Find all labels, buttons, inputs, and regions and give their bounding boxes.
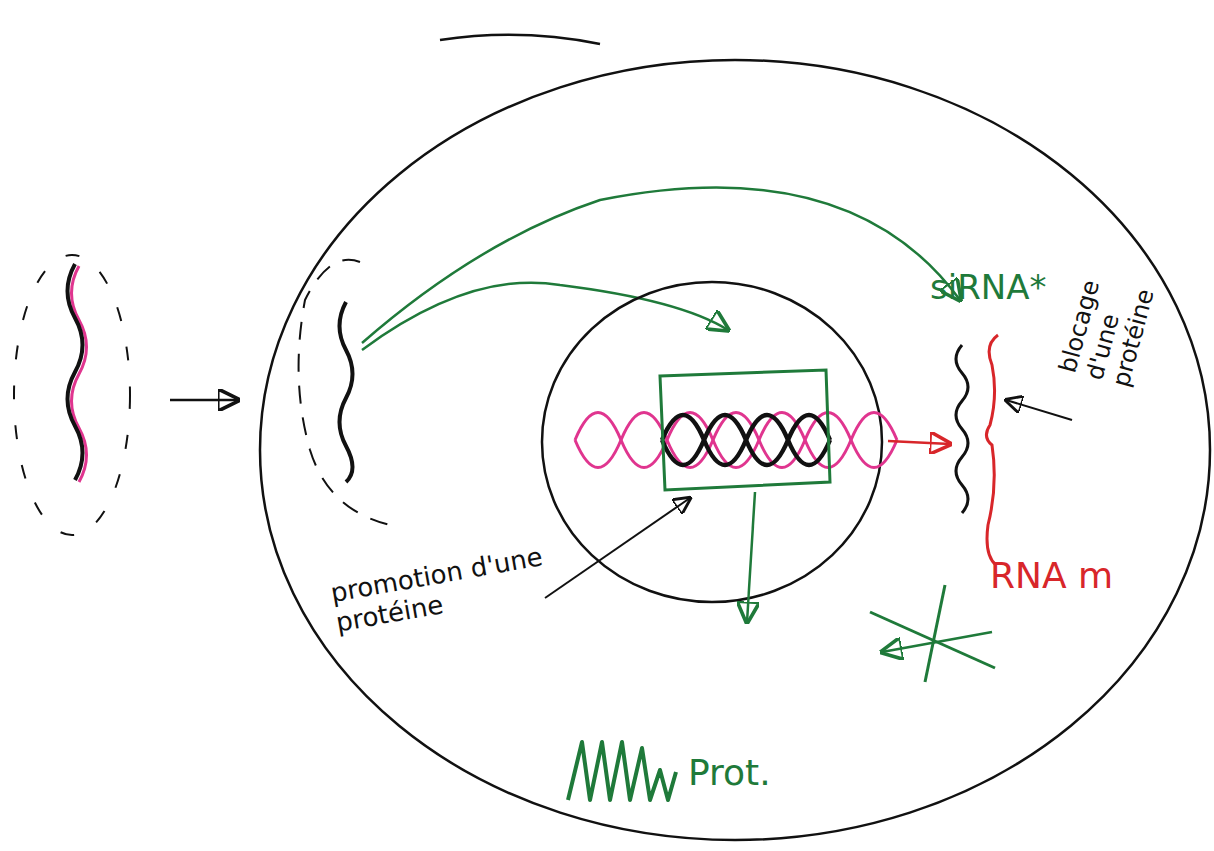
sirna-strand <box>956 345 968 513</box>
protein-scribble <box>568 742 676 800</box>
dna-strand-b <box>575 413 897 468</box>
promoter-box <box>660 370 830 490</box>
leader-arrow <box>545 498 690 598</box>
single-strand <box>340 302 353 482</box>
expression-arrow <box>747 492 755 622</box>
annotation-label: promotion d'une protéine <box>328 541 555 638</box>
rna-strand <box>68 264 83 480</box>
cross-mark <box>925 585 945 682</box>
pen-stroke <box>440 35 600 44</box>
entry-arrow <box>170 399 238 402</box>
sirna-arrow <box>362 188 960 344</box>
annotation-label: blocage d'une protéine <box>1054 253 1165 390</box>
leader-arrow <box>1006 400 1072 420</box>
mrna-strand <box>986 335 998 565</box>
protein-label: Prot. <box>688 752 808 793</box>
dna-strand-a <box>575 413 897 468</box>
inserted-strand-a <box>662 415 830 465</box>
import-arrow <box>362 283 728 350</box>
cell-membrane <box>260 60 1210 840</box>
transcription-arrow <box>888 441 950 444</box>
vesicle-outline <box>299 260 400 527</box>
inserted-strand-b <box>662 415 830 465</box>
particle-outline <box>14 255 130 535</box>
mrna-label: RNA m <box>990 555 1130 596</box>
